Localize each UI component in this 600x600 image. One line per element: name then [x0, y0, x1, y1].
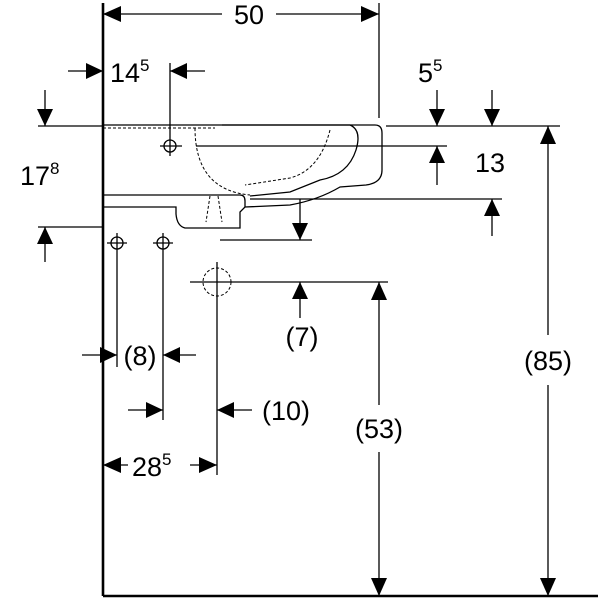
label-offset-left: 145	[110, 56, 150, 88]
label-overhang-right: 55	[418, 56, 443, 88]
label-waste-height: (53)	[355, 414, 403, 444]
label-rim-from-floor: (85)	[524, 346, 572, 376]
dimension-labels: 50 145 55 178 13 (7) (8) (10) 285 (53) (…	[20, 0, 572, 482]
tap-hole-symbol	[160, 136, 182, 156]
label-waste-from-tap: (10)	[262, 396, 310, 426]
arrowheads	[37, 6, 556, 596]
label-bowl-depth: 13	[475, 148, 505, 178]
supply-left-symbol	[107, 233, 127, 253]
basin-bowl-hidden	[194, 127, 251, 196]
basin-lower-edge	[103, 194, 246, 207]
basin-inner-rim	[222, 124, 359, 197]
label-width-total: 50	[234, 0, 264, 30]
washbasin	[103, 124, 383, 229]
label-waste-offset: (7)	[286, 322, 319, 352]
supply-right-symbol	[153, 233, 173, 253]
extension-lines	[38, 3, 560, 475]
basin-bowl-hidden-2	[244, 129, 331, 186]
waste-symbol	[190, 262, 388, 302]
label-tap-spacing: (8)	[124, 341, 157, 371]
wall-and-floor	[101, 3, 598, 598]
basin-outline	[103, 124, 383, 229]
dimension-lines	[44, 13, 549, 596]
waste-outlet-hidden	[205, 195, 223, 223]
label-waste-from-wall: 285	[132, 450, 172, 482]
label-rim-height: 178	[20, 159, 60, 191]
